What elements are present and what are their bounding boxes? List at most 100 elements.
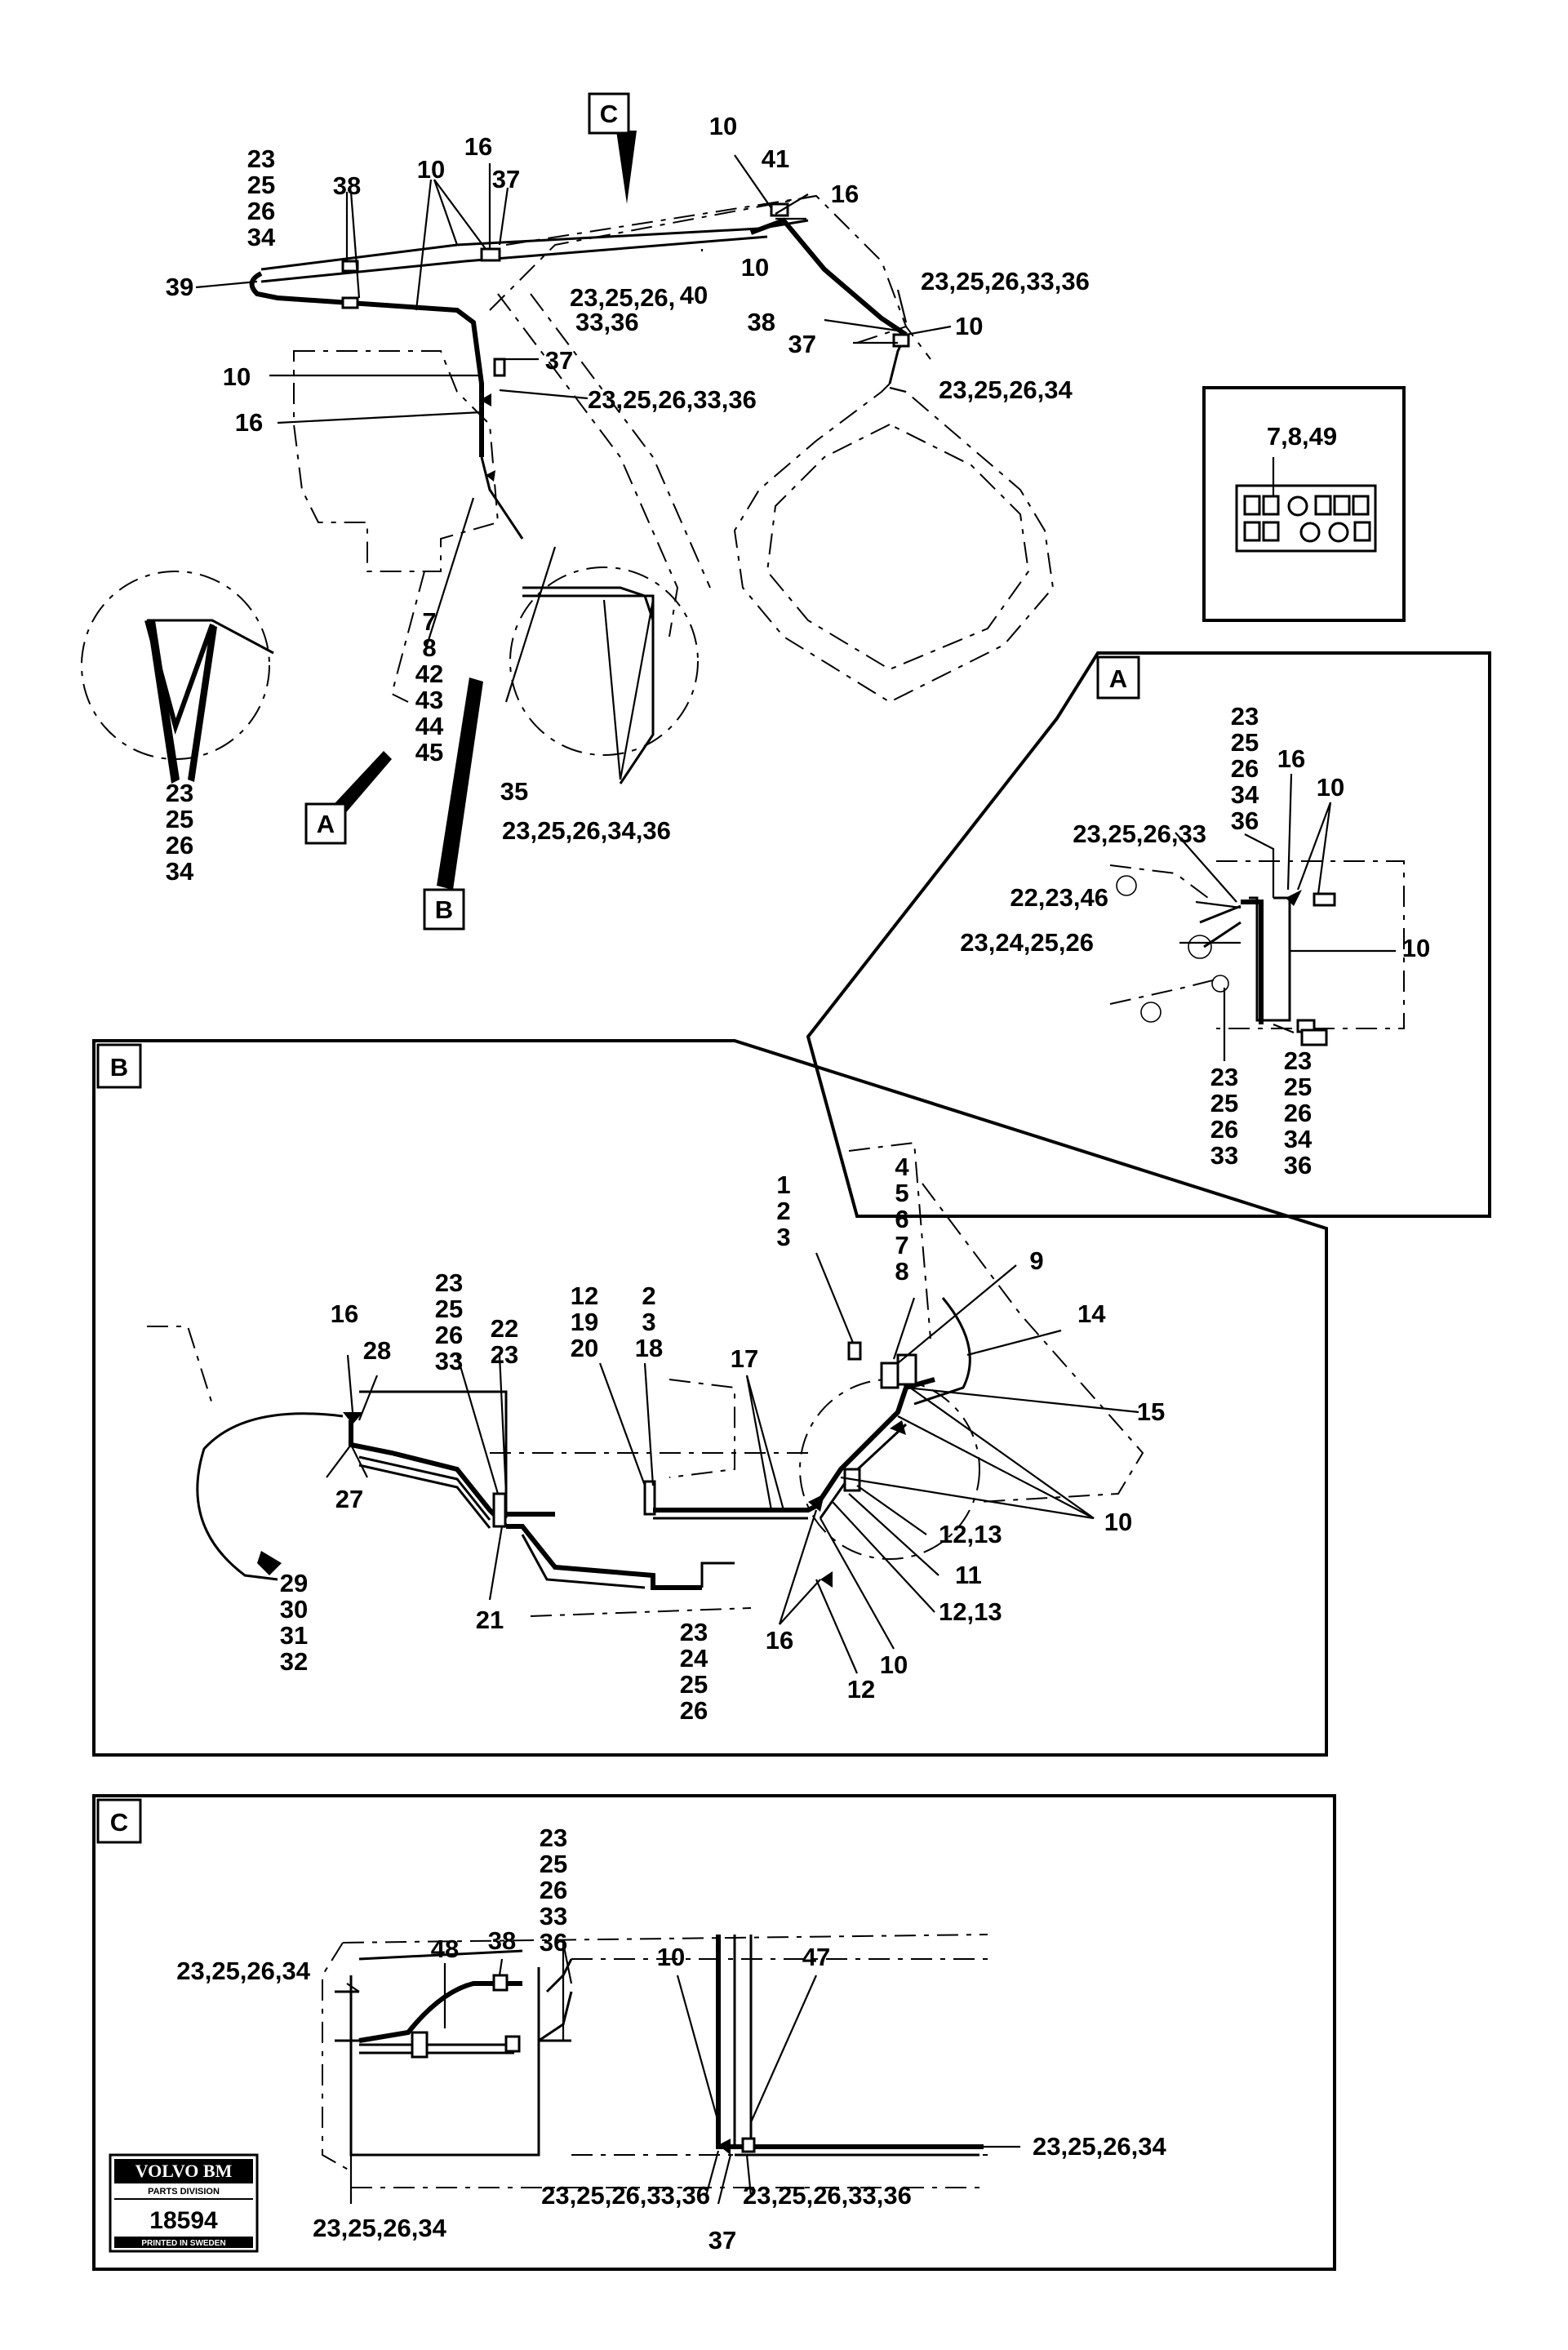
callout: 25 xyxy=(435,1295,463,1323)
callout: 23 xyxy=(540,1824,567,1852)
callout: 26 xyxy=(247,197,275,225)
callout: 3 xyxy=(642,1308,655,1336)
callout: 26 xyxy=(1210,1115,1238,1144)
callout: 10 xyxy=(709,112,737,140)
callout: 12 xyxy=(847,1675,875,1704)
callout: 7 xyxy=(422,607,436,636)
callout: 33,36 xyxy=(575,308,639,336)
callout: 23 xyxy=(1284,1046,1312,1075)
callout: 12,13 xyxy=(939,1597,1002,1626)
section-b-frame xyxy=(92,1039,1328,1757)
section-a: A 23 25 26 34 36 16 10 23,25 xyxy=(806,651,1491,1218)
callout: 29 xyxy=(280,1569,308,1597)
callout: 37 xyxy=(545,346,573,375)
callout: 6 xyxy=(895,1205,908,1233)
callout: 10 xyxy=(1402,934,1430,962)
callout: 22,23,46 xyxy=(1010,883,1108,912)
callout: 15 xyxy=(1137,1397,1165,1426)
callout: 43 xyxy=(415,686,443,714)
callout: 25 xyxy=(540,1850,567,1878)
view-ref-b-box xyxy=(423,888,465,931)
fuse-panel xyxy=(1235,457,1377,553)
callout: 3 xyxy=(776,1223,790,1251)
callout: 16 xyxy=(331,1299,358,1328)
callout: 28 xyxy=(363,1336,391,1365)
callout: 7 xyxy=(895,1231,908,1259)
callout: 44 xyxy=(415,712,444,740)
main-view: C A B 23 25 26 34 38 10 16 37 39 10 16 2… xyxy=(81,92,1406,931)
callout: 26 xyxy=(540,1876,567,1904)
callout: 10 xyxy=(955,312,983,340)
callout: 4 xyxy=(895,1153,909,1181)
view-ref-b: B xyxy=(435,895,453,924)
callout: 45 xyxy=(415,738,443,766)
callout: 48 xyxy=(431,1935,459,1963)
callout: 8 xyxy=(422,633,436,662)
callout: 14 xyxy=(1077,1299,1106,1328)
callout: 35 xyxy=(500,777,528,806)
logo-division: PARTS DIVISION xyxy=(148,2187,220,2197)
callout: 23,25,26,34 xyxy=(1033,2132,1167,2161)
callout: 23,25,26,33,36 xyxy=(743,2181,912,2210)
callout: 25 xyxy=(247,171,275,199)
callout: 23 xyxy=(247,144,275,173)
callout: 16 xyxy=(464,132,492,161)
view-ref-c-box xyxy=(588,92,630,135)
callout: 36 xyxy=(1231,806,1259,835)
logo-brand: VOLVO BM xyxy=(135,2161,233,2181)
callout: 11 xyxy=(955,1561,982,1589)
callout: 42 xyxy=(415,660,443,688)
callout: 16 xyxy=(235,408,263,437)
callout: 26 xyxy=(435,1321,463,1349)
callout: 38 xyxy=(333,171,361,200)
view-ref-a: A xyxy=(317,810,335,838)
callout: 10 xyxy=(880,1650,908,1679)
callout: 34 xyxy=(1284,1125,1313,1153)
callout: 23 xyxy=(435,1268,463,1297)
callout: 23,24,25,26 xyxy=(960,928,1094,957)
callout: 2 xyxy=(776,1197,790,1225)
callout: 41 xyxy=(762,144,789,173)
callout: 32 xyxy=(280,1647,308,1676)
callout: 16 xyxy=(1277,744,1305,773)
callout: 23 xyxy=(1210,1063,1238,1091)
callout: 5 xyxy=(895,1179,908,1207)
callout: 25 xyxy=(1284,1073,1312,1101)
drawing-number: 18594 xyxy=(149,2207,218,2234)
logo-printed: PRINTED IN SWEDEN xyxy=(141,2239,225,2248)
callout: 23,25,26,34,36 xyxy=(502,816,671,845)
callout: 23 xyxy=(491,1340,518,1369)
callout: 38 xyxy=(488,1926,516,1955)
callout: 10 xyxy=(417,155,445,184)
callout: 22 xyxy=(491,1314,518,1343)
callout: 8 xyxy=(895,1257,908,1286)
callout: 23,25,26,34 xyxy=(939,375,1073,404)
callout: 39 xyxy=(166,273,193,301)
callout: 30 xyxy=(280,1595,308,1624)
callout: 37 xyxy=(708,2226,736,2254)
main-callouts: 23 25 26 34 38 10 16 37 39 10 16 23,25,2… xyxy=(166,112,1337,886)
callout: 37 xyxy=(492,165,520,193)
volvo-bm-logo-block: VOLVO BM PARTS DIVISION 18594 PRINTED IN… xyxy=(109,2153,259,2253)
callout: 26 xyxy=(166,831,193,860)
callout: 34 xyxy=(247,223,276,251)
callout: 24 xyxy=(680,1644,708,1673)
callout: 33 xyxy=(540,1902,567,1930)
callout: 40 xyxy=(680,281,708,309)
callout: 33 xyxy=(1210,1141,1238,1170)
callout: 10 xyxy=(1104,1508,1132,1536)
callout: 23,25,26, xyxy=(570,283,675,312)
section-c-frame xyxy=(92,1794,1336,2271)
callout: 25 xyxy=(1231,728,1259,757)
callout: 38 xyxy=(748,308,775,336)
callout: 23,25,26,33 xyxy=(1073,820,1206,848)
callout: 21 xyxy=(476,1606,504,1634)
section-b-letter: B xyxy=(110,1053,128,1082)
callout: 25 xyxy=(1210,1089,1238,1117)
callout: 7,8,49 xyxy=(1267,422,1337,451)
callout: 12 xyxy=(571,1282,598,1310)
callout: 10 xyxy=(223,362,251,391)
callout: 36 xyxy=(1284,1151,1312,1179)
callout: 34 xyxy=(166,857,194,886)
callout: 10 xyxy=(657,1943,685,1971)
